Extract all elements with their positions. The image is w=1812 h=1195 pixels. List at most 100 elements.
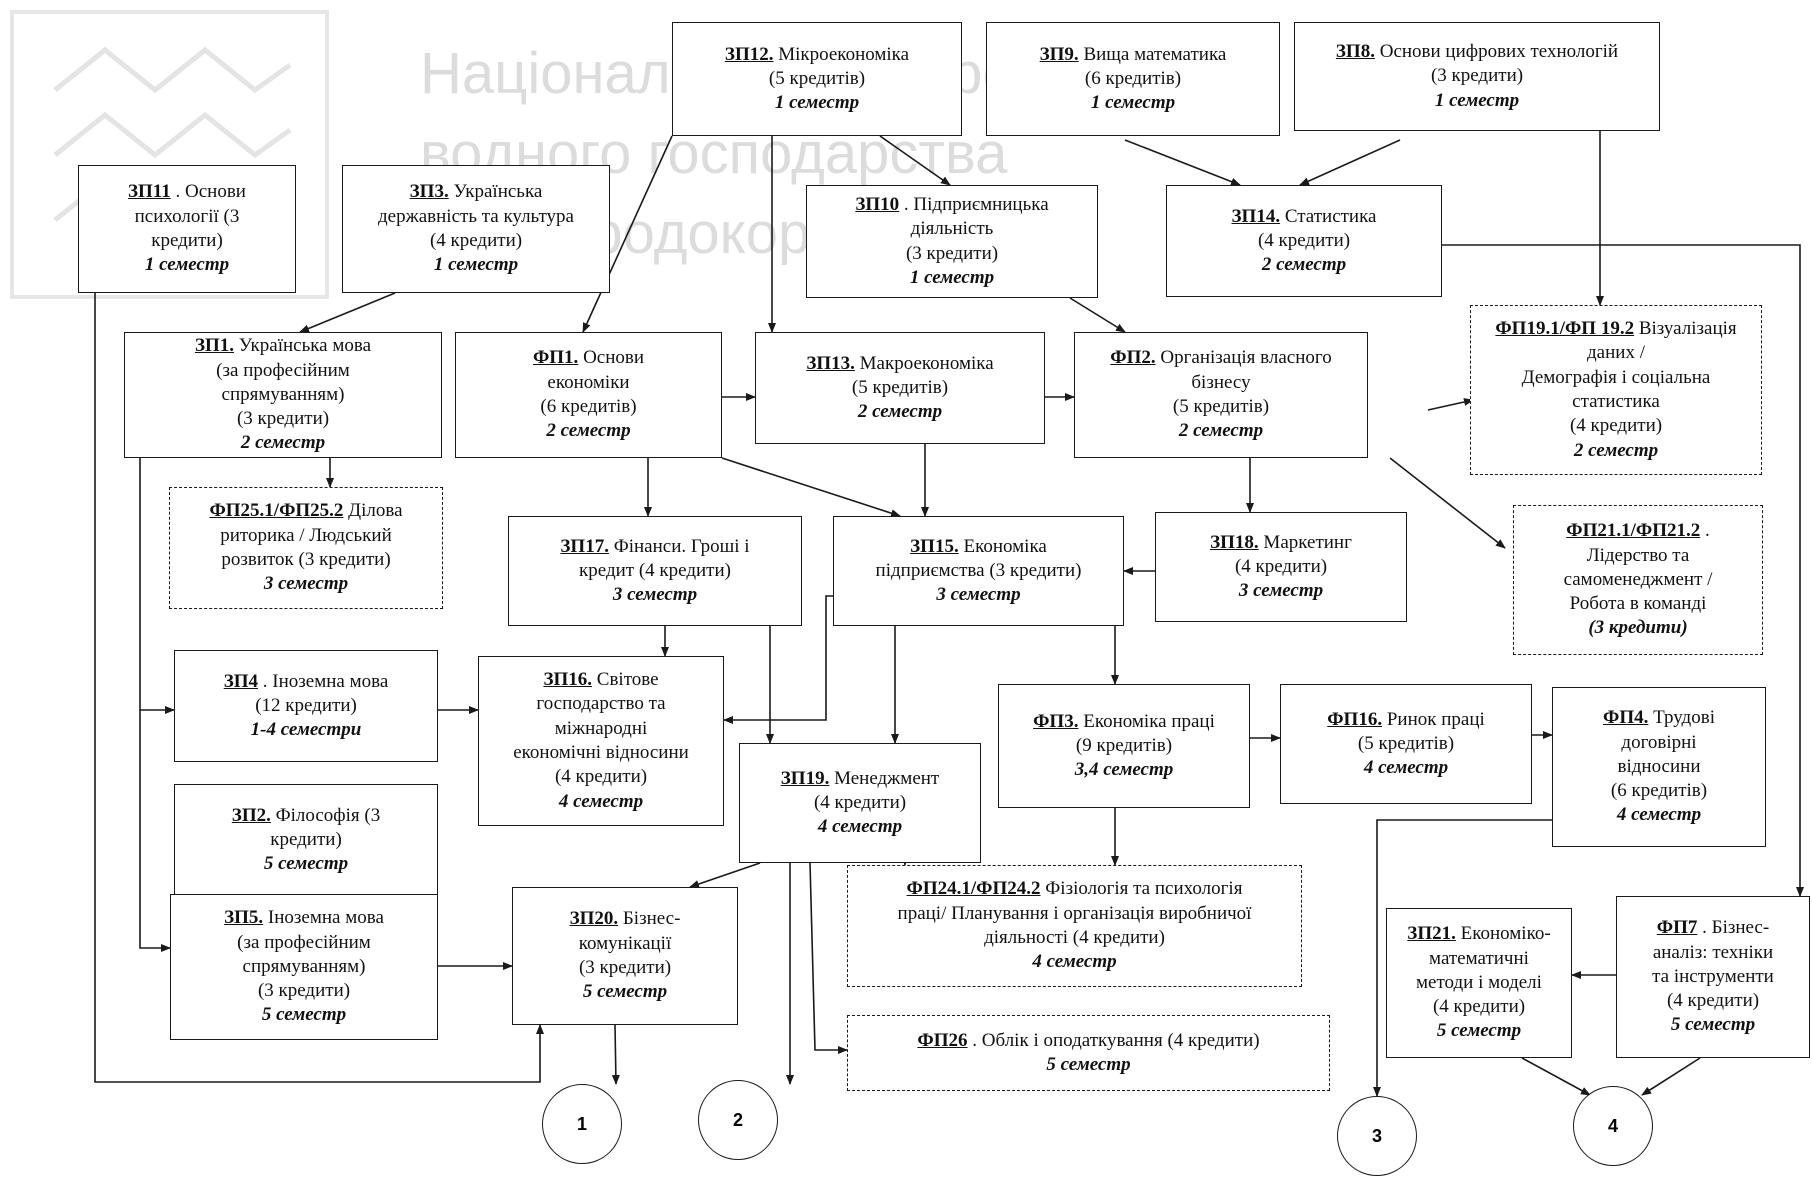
course-title: . Основи — [170, 181, 246, 203]
course-detail-line: кредити) — [270, 828, 342, 850]
connector-circle-4: 4 — [1573, 1086, 1653, 1166]
course-code: ЗП5. — [224, 907, 264, 929]
arrow-line — [611, 1024, 620, 1085]
course-detail-line: договірні — [1621, 731, 1697, 753]
course-box-zp9: ЗП9. Вища математика(6 кредитів)1 семест… — [986, 22, 1280, 136]
arrow-line — [879, 135, 951, 186]
course-title: Вища математика — [1078, 43, 1227, 65]
course-detail-line: (9 кредитів) — [1075, 734, 1173, 756]
course-title: Економіко- — [1455, 923, 1551, 945]
course-detail-line: бізнесу — [1191, 371, 1251, 393]
course-detail-line: (4 кредити) — [1234, 555, 1328, 577]
course-title: Статистика — [1280, 205, 1377, 227]
course-semester: 4 семестр — [1363, 757, 1449, 779]
course-box-zp4: ЗП4 . Іноземна мова(12 кредити) 1-4 семес… — [174, 650, 438, 762]
course-detail-line: (6 кредитів) — [540, 396, 637, 417]
course-code: ЗП17. — [560, 535, 609, 557]
course-detail-line: (4 кредити) — [1257, 229, 1351, 251]
course-detail-line: Лідерство та — [1586, 544, 1690, 566]
course-title: . — [1700, 520, 1710, 542]
course-semester: 3,4 семестр — [1074, 759, 1174, 781]
course-semester: (3 кредити) — [1588, 617, 1688, 639]
course-title: Мікроекономіка — [773, 43, 910, 65]
course-detail-line: діяльність — [910, 218, 994, 240]
course-box-zp13: ЗП13. Макроекономіка(5 кредитів)2 семест… — [755, 332, 1045, 444]
course-title: . Іноземна мова — [258, 670, 389, 692]
course-semester: 5 семестр — [582, 981, 668, 1003]
arrow-line — [139, 710, 171, 952]
course-title: . Підприємницька — [899, 193, 1049, 215]
course-semester: 4 семестр — [558, 790, 644, 812]
course-code: ФП1. — [532, 347, 579, 369]
course-detail-line: підприємства (3 кредити) — [875, 559, 1082, 581]
course-code: ФП25.1/ФП25.2 — [209, 500, 344, 522]
course-semester: 2 семестр — [1261, 254, 1347, 276]
arrow-line — [1442, 244, 1804, 897]
course-detail-line: економічні відносини — [513, 742, 689, 763]
arrow-line — [1521, 1057, 1591, 1096]
course-detail-line: аналіз: техніки — [1652, 941, 1774, 963]
course-box-zp8: ЗП8. Основи цифрових технологій(3 кредит… — [1294, 22, 1660, 131]
course-detail-line: математичні — [1429, 947, 1529, 969]
course-detail-line: (5 кредитів) — [851, 376, 949, 398]
arrow-line — [94, 293, 544, 1083]
course-title: Менеджмент — [829, 767, 940, 789]
course-detail-line: (12 кредити) — [255, 694, 357, 716]
course-code: ЗП11 — [128, 181, 171, 203]
arrow-line — [1069, 297, 1126, 333]
course-semester: 3 семестр — [263, 573, 349, 595]
course-detail-line: кредит (4 кредити) — [579, 559, 731, 581]
course-code: ЗП16. — [543, 669, 593, 691]
course-detail-line: (4 кредити) — [813, 791, 907, 813]
course-code: ЗП2. — [231, 804, 271, 826]
arrow-line — [582, 135, 673, 333]
course-semester: 1-4 семестри — [250, 719, 362, 741]
course-detail-line: (3 кредити) — [578, 957, 672, 978]
course-detail-line: (4 кредити) — [1432, 996, 1526, 1018]
course-title: Українська мова — [234, 335, 372, 357]
course-code: ЗП4 — [223, 670, 259, 692]
course-detail-line: методи і моделі — [1416, 971, 1542, 993]
course-detail-line: Робота в команді — [1569, 593, 1707, 615]
course-detail-line: (4 кредити) — [554, 766, 648, 788]
course-semester: 4 семестр — [1616, 804, 1702, 826]
arrow-line — [809, 862, 848, 1054]
course-title: Філософія (3 — [270, 804, 381, 826]
course-semester: 2 семестр — [1178, 420, 1264, 442]
course-code: ЗП15. — [910, 535, 959, 557]
connector-circle-2: 2 — [698, 1080, 778, 1160]
arrow-line — [1641, 1057, 1701, 1096]
course-title: Основи цифрових технологій — [1374, 41, 1619, 63]
course-code: ЗП20. — [569, 908, 619, 930]
course-semester: 5 семестр — [261, 1004, 347, 1026]
course-title: Основи — [578, 347, 645, 369]
course-semester: 5 семестр — [1670, 1014, 1756, 1036]
course-semester: 3 семестр — [936, 584, 1021, 606]
course-detail-line: та інструменти — [1652, 965, 1774, 987]
course-detail-line: господарство та — [536, 693, 666, 715]
course-box-zp14: ЗП14. Статистика(4 кредити)2 семестр — [1166, 185, 1442, 297]
course-detail-line: риторика / Людський — [220, 524, 392, 546]
course-semester: 1 семестр — [1434, 89, 1520, 111]
course-title: Економіка — [958, 535, 1047, 557]
course-box-fp3: ФП3. Економіка праці(9 кредитів)3,4 семе… — [998, 684, 1250, 808]
course-semester: 2 семестр — [240, 432, 326, 454]
course-box-fp19: ФП19.1/ФП 19.2 Візуалізація даних /Демог… — [1470, 305, 1762, 475]
course-detail-line: спрямуванням) — [221, 383, 345, 405]
course-box-zp12: ЗП12. Мікроекономіка(5 кредитів)1 семест… — [672, 22, 962, 136]
course-semester: 5 семестр — [263, 853, 349, 875]
course-semester: 5 семестр — [1436, 1020, 1522, 1042]
course-detail-line: (за професійним — [216, 359, 350, 381]
course-detail-line: (5 кредитів) — [768, 67, 866, 89]
course-code: ФП3. — [1033, 710, 1079, 732]
course-title: Фінанси. Гроші і — [608, 535, 750, 557]
course-code: ФП21.1/ФП21.2 — [1566, 520, 1701, 542]
course-detail-line: (6 кредитів) — [1084, 67, 1182, 89]
